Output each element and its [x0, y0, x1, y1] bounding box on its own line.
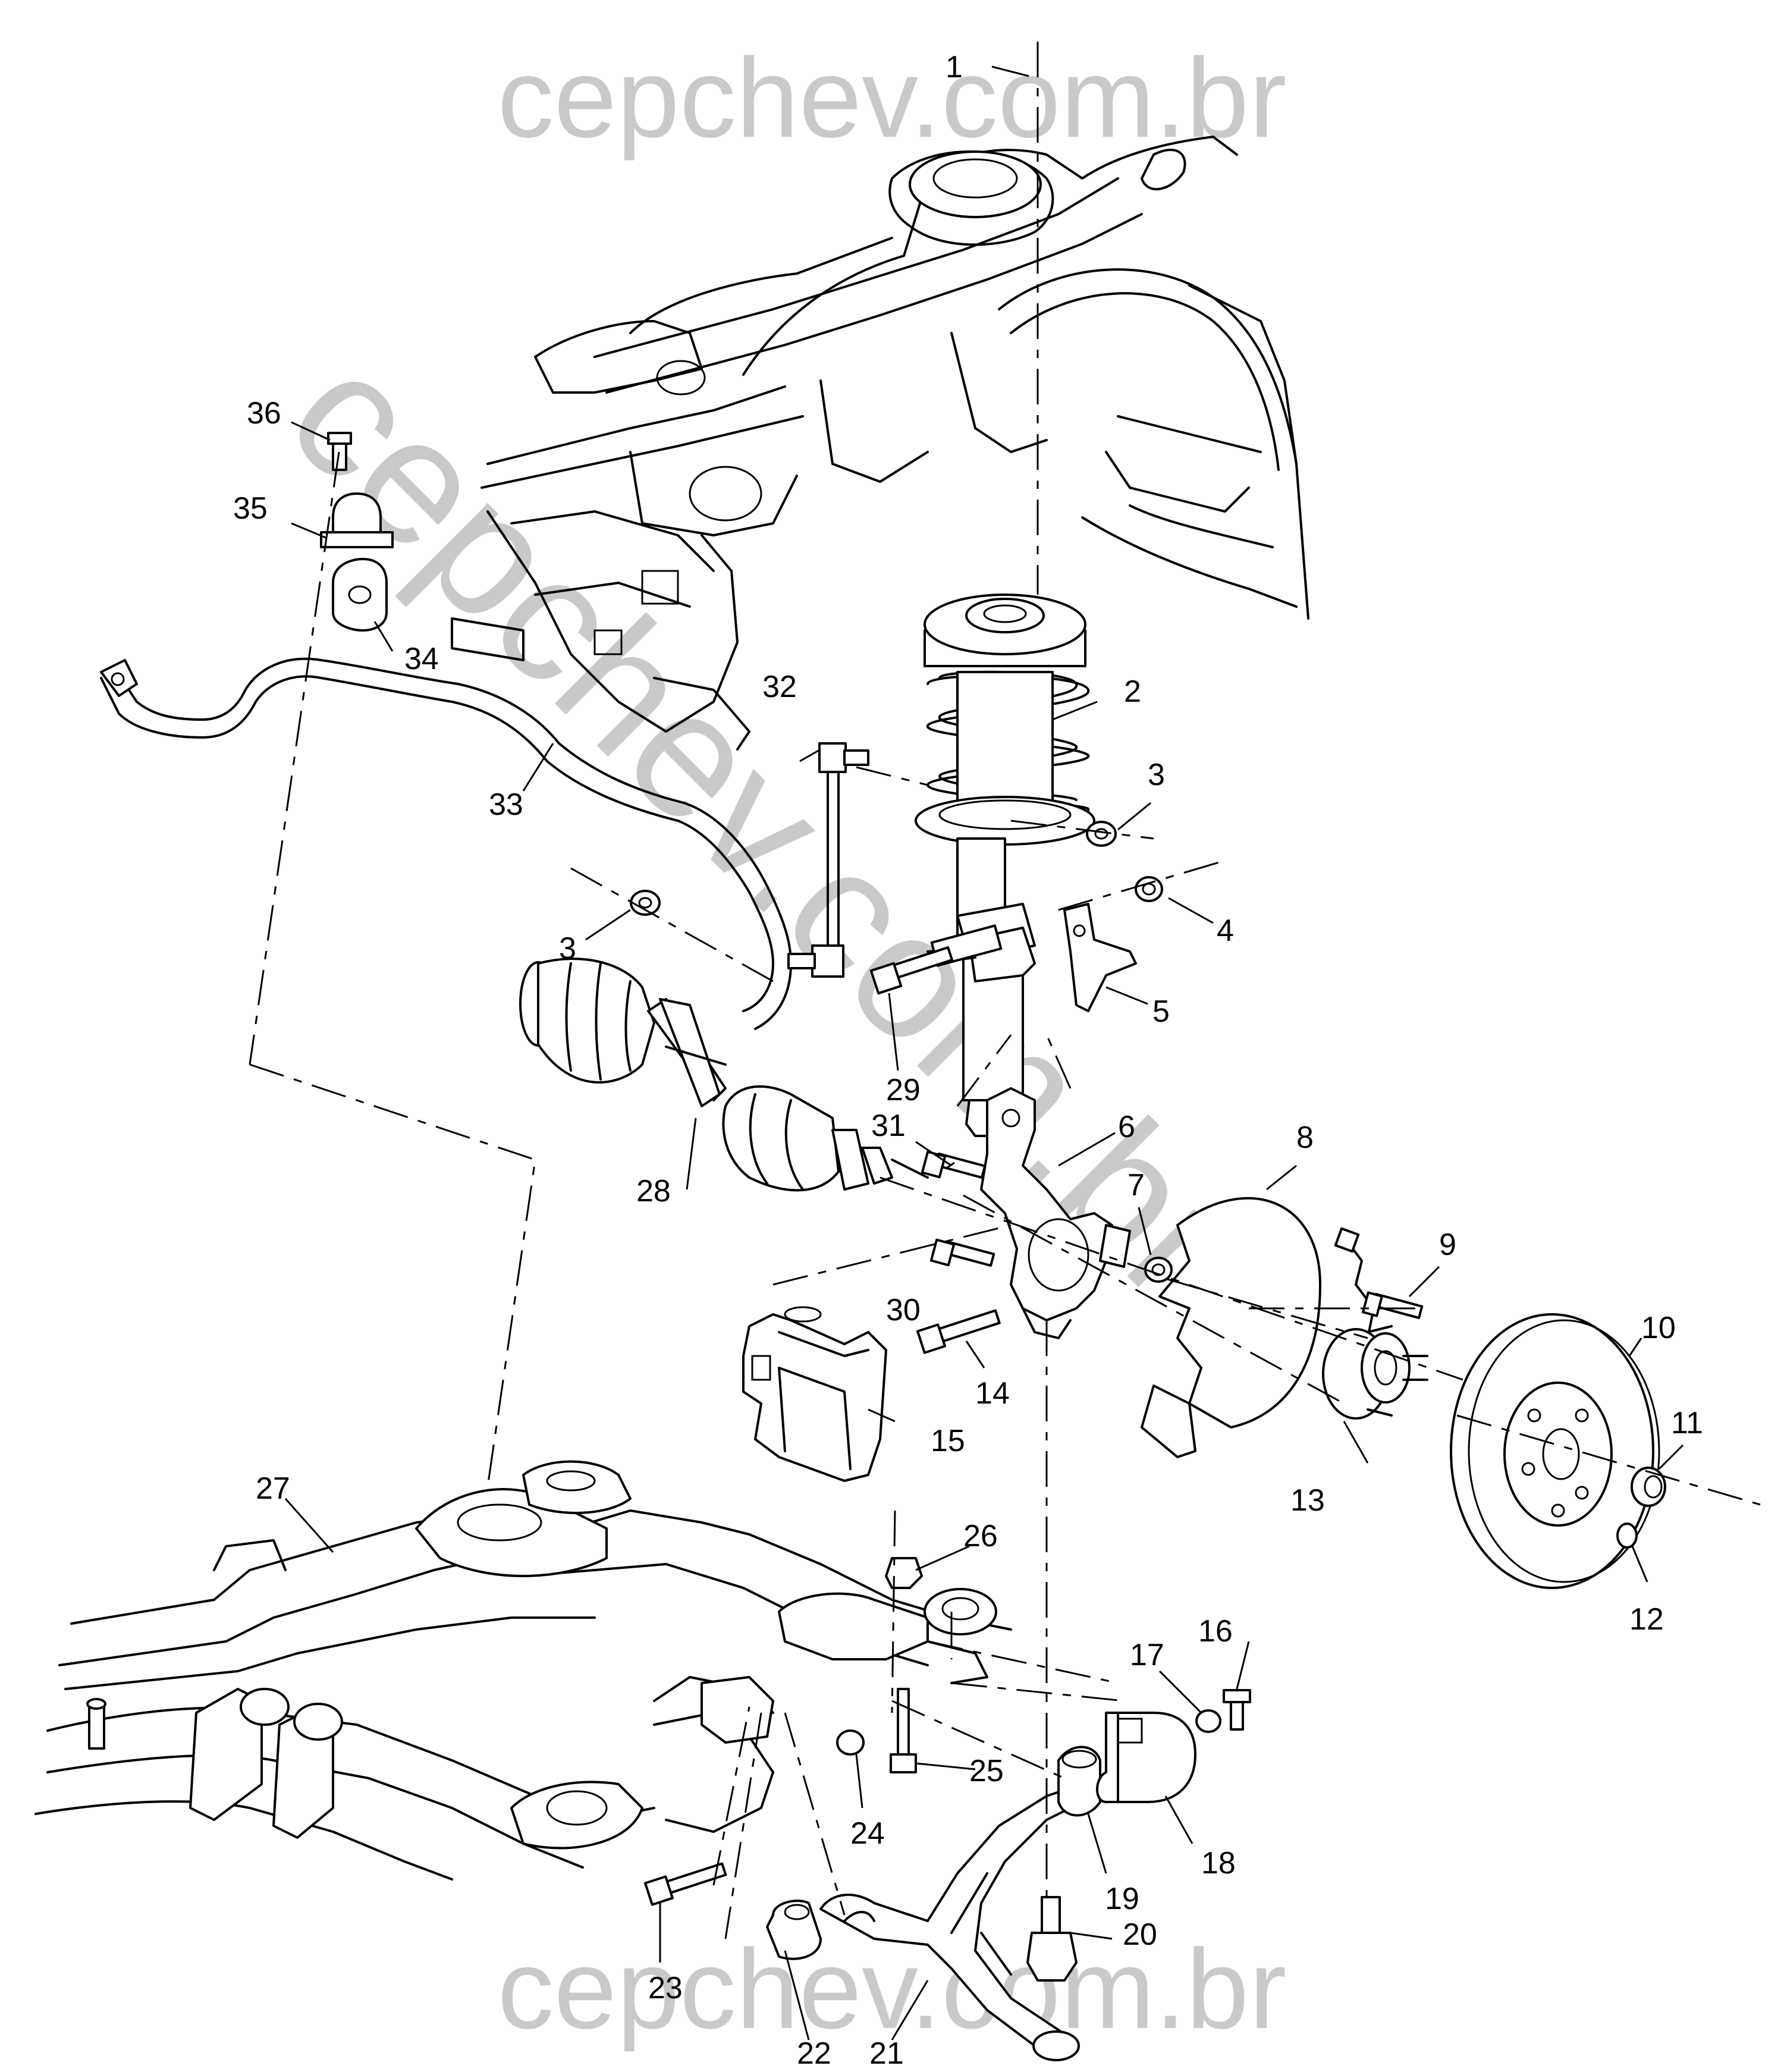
brake-caliper — [742, 1306, 887, 1482]
callout-33: 33 — [489, 787, 523, 822]
control-arm-bushing-front — [766, 1900, 822, 1960]
brake-rotor — [1450, 1313, 1660, 1589]
control-arm-bolt-front — [644, 1862, 727, 1906]
control-arm-rear-bushing-mount — [1096, 1712, 1196, 1803]
stabilizer-bushing-clamp — [320, 432, 394, 632]
stabilizer-shaft — [100, 657, 792, 1030]
callout-36: 36 — [247, 396, 281, 431]
callout-17: 17 — [1130, 1638, 1164, 1672]
callout-26: 26 — [963, 1519, 998, 1553]
callout-12: 12 — [1629, 1602, 1664, 1637]
callout-2: 2 — [1124, 674, 1141, 709]
callout-21: 21 — [869, 2036, 904, 2071]
crossmember-nut — [885, 1557, 923, 1589]
frame-crossmember — [34, 1460, 1012, 1881]
knuckle-bolt-lower — [929, 1238, 995, 1267]
callout-35: 35 — [233, 491, 268, 526]
callout-3-stabilizer: 3 — [559, 931, 576, 966]
callout-29: 29 — [886, 1073, 921, 1107]
strut-washer — [1135, 876, 1163, 902]
rear-bushing-bolt — [1223, 1689, 1251, 1731]
strut-knuckle-bolt — [869, 946, 953, 995]
callout-6: 6 — [1118, 1110, 1135, 1144]
callout-10: 10 — [1641, 1311, 1676, 1345]
watermark-top: cepchev.com.br — [497, 35, 1286, 161]
callout-16: 16 — [1198, 1614, 1233, 1649]
hub-nut — [1631, 1467, 1666, 1507]
stabilizer-nut-left — [630, 890, 661, 916]
control-arm-bushing-rear — [1057, 1745, 1101, 1817]
callout-5: 5 — [1152, 994, 1170, 1029]
leader-lines — [284, 65, 1684, 2040]
callout-15: 15 — [931, 1424, 965, 1458]
callout-8: 8 — [1296, 1120, 1314, 1155]
callout-32: 32 — [762, 670, 797, 704]
watermark-bottom: cepchev.com.br — [497, 1926, 1286, 2052]
strut-assembly — [915, 594, 1095, 1137]
callout-7: 7 — [1127, 1168, 1145, 1203]
callout-11: 11 — [1671, 1406, 1703, 1440]
wheel-hub-bearing — [1322, 1227, 1428, 1420]
drive-axle — [519, 957, 929, 1192]
alignment-lines — [249, 42, 1761, 1939]
callout-30: 30 — [886, 1293, 921, 1327]
knuckle-washer — [1144, 1257, 1173, 1283]
hub-bolt — [1362, 1291, 1424, 1320]
callout-22: 22 — [797, 2036, 831, 2071]
lower-ball-joint — [1026, 1896, 1078, 1982]
callout-34: 34 — [404, 642, 439, 676]
lower-control-arm — [819, 1783, 1095, 2061]
callout-3-strut: 3 — [1148, 758, 1165, 792]
body-fender-structure — [451, 136, 1309, 751]
crossmember-bolt-rear — [890, 1688, 917, 1773]
callout-25: 25 — [969, 1754, 1004, 1788]
callout-4: 4 — [1217, 913, 1234, 948]
callout-1: 1 — [946, 50, 963, 84]
strut-nut-upper — [1086, 821, 1117, 847]
callout-14: 14 — [975, 1376, 1010, 1411]
stabilizer-link — [787, 742, 869, 978]
callout-28: 28 — [636, 1174, 671, 1208]
callout-20: 20 — [1123, 1917, 1157, 1952]
callout-27: 27 — [256, 1471, 290, 1506]
rear-bushing-washer — [1195, 1709, 1221, 1733]
callout-31: 31 — [871, 1109, 906, 1143]
callout-23: 23 — [648, 1971, 683, 2005]
callout-19: 19 — [1105, 1882, 1139, 1916]
brake-hose-bracket — [1063, 903, 1137, 1012]
callout-labels: 1 2 3 3 4 5 6 7 8 9 10 11 12 13 14 15 16… — [233, 50, 1703, 2071]
callout-9: 9 — [1439, 1227, 1456, 1262]
callout-24: 24 — [850, 1816, 885, 1851]
callout-18: 18 — [1201, 1846, 1236, 1881]
callout-13: 13 — [1290, 1483, 1325, 1518]
brake-splash-shield — [1141, 1197, 1321, 1458]
crossmember-washer — [836, 1729, 865, 1756]
rotor-washer — [1616, 1522, 1638, 1549]
caliper-bracket-bolt — [916, 1309, 1001, 1354]
